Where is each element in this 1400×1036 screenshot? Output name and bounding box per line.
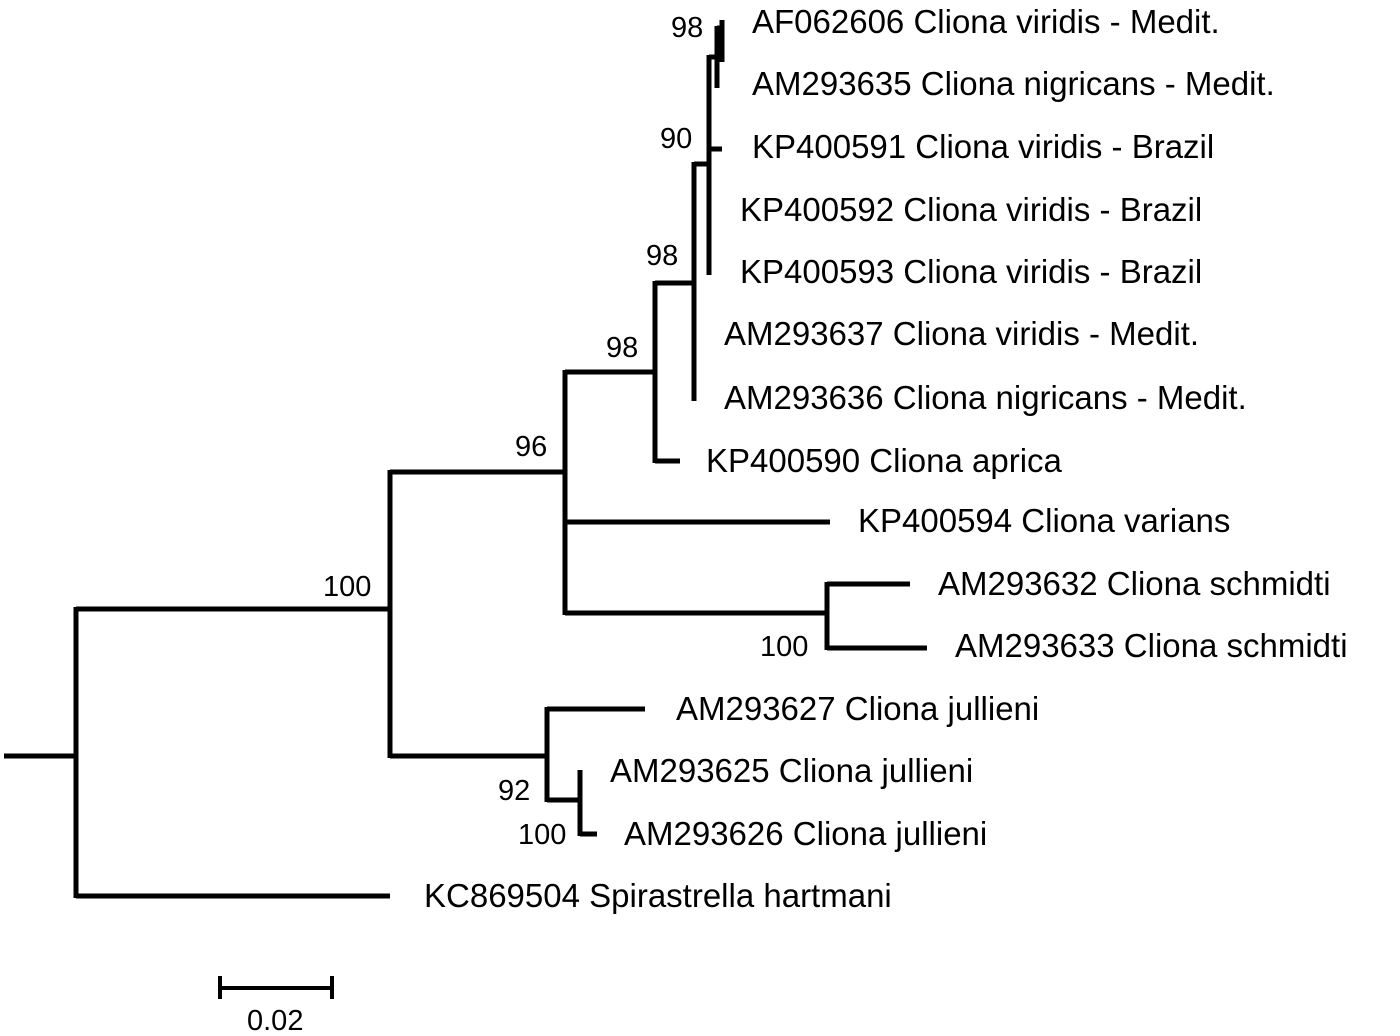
support-value: 96 [515,431,547,463]
taxon-label: AM293626 Cliona jullieni [624,815,987,852]
taxon-label: AM293637 Cliona viridis - Medit. [724,315,1199,352]
support-value: 90 [660,123,692,155]
taxon-label: AM293635 Cliona nigricans - Medit. [752,65,1275,102]
support-value: 100 [760,631,808,663]
taxon-label: KP400591 Cliona viridis - Brazil [752,128,1214,165]
taxon-label: AF062606 Cliona viridis - Medit. [752,3,1220,40]
scale-bar: 0.02 [218,976,334,1036]
support-value: 100 [518,819,566,851]
support-value: 98 [646,240,678,272]
taxon-label: KP400590 Cliona aprica [706,442,1063,479]
scale-bar-label: 0.02 [247,1005,303,1036]
taxon-label: AM293633 Cliona schmidti [955,627,1348,664]
support-value: 92 [498,775,530,807]
taxon-label: KP400593 Cliona viridis - Brazil [740,253,1202,290]
taxon-label: KP400594 Cliona varians [858,502,1230,539]
taxon-label: AM293632 Cliona schmidti [938,565,1331,602]
taxon-label: KC869504 Spirastrella hartmani [424,877,892,914]
taxon-label: AM293636 Cliona nigricans - Medit. [724,379,1247,416]
taxon-label: AM293627 Cliona jullieni [676,690,1039,727]
support-value: 98 [606,332,638,364]
taxon-label: KP400592 Cliona viridis - Brazil [740,191,1202,228]
taxon-label: AM293625 Cliona jullieni [610,752,973,789]
support-value: 100 [323,571,371,603]
support-value: 98 [671,12,703,44]
